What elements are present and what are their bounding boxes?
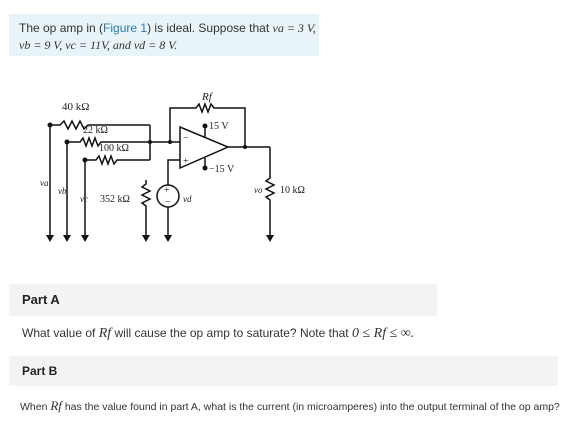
part-b-header[interactable]: Part B	[9, 356, 558, 386]
part-b-title: Part B	[22, 364, 58, 378]
part-b-question: When Rf has the value found in part A, w…	[20, 398, 560, 414]
part-b-q-2: has the value found in part A, what is t…	[61, 401, 560, 413]
circuit-diagram: 40 kΩ 22 kΩ 100 kΩ 352 kΩ Rf 10 kΩ 15 V …	[40, 91, 305, 242]
opamp-plus: +	[183, 156, 189, 167]
r1-label: 40 kΩ	[62, 101, 89, 113]
vo-label: vo	[254, 185, 263, 195]
r3-label: 100 kΩ	[99, 143, 129, 154]
vneg-label: −15 V	[209, 164, 235, 175]
part-b-q-1: When	[20, 401, 51, 413]
figure-link[interactable]: Figure 1	[103, 21, 148, 35]
vd-label: vd	[183, 194, 192, 204]
rl-label: 10 kΩ	[280, 185, 305, 196]
problem-statement: The op amp in (Figure 1) is ideal. Suppo…	[9, 14, 319, 56]
vb-label: vb	[58, 186, 67, 196]
part-a-range: 0 ≤ Rf ≤ ∞.	[351, 326, 415, 341]
part-a-title: Part A	[22, 292, 60, 307]
part-a-q-1: What value of	[22, 326, 99, 340]
part-a-header[interactable]: Part A	[9, 284, 437, 316]
intro-text-1: The op amp in (	[19, 21, 104, 35]
rf-label: Rf	[201, 91, 214, 103]
intro-values-1: va = 3 V,	[272, 21, 316, 35]
intro-values-2: vb = 9 V, vc = 11V, and vd = 8 V.	[19, 38, 178, 52]
r4-label: 352 kΩ	[100, 194, 130, 205]
vpos-label: 15 V	[209, 121, 229, 132]
vd-plus: +	[164, 185, 170, 196]
part-a-q-2: will cause the op amp to saturate? Note …	[111, 326, 352, 340]
part-a-question: What value of Rf will cause the op amp t…	[22, 326, 414, 342]
va-label: va	[40, 178, 49, 188]
vc-label: vc	[80, 194, 88, 204]
opamp-minus: −	[183, 133, 189, 144]
part-b-var: Rf	[50, 398, 62, 413]
part-a-var: Rf	[98, 326, 112, 341]
r2-label: 22 kΩ	[83, 125, 108, 136]
vd-minus: −	[165, 197, 171, 208]
intro-text-2: ) is ideal. Suppose that	[147, 21, 273, 35]
